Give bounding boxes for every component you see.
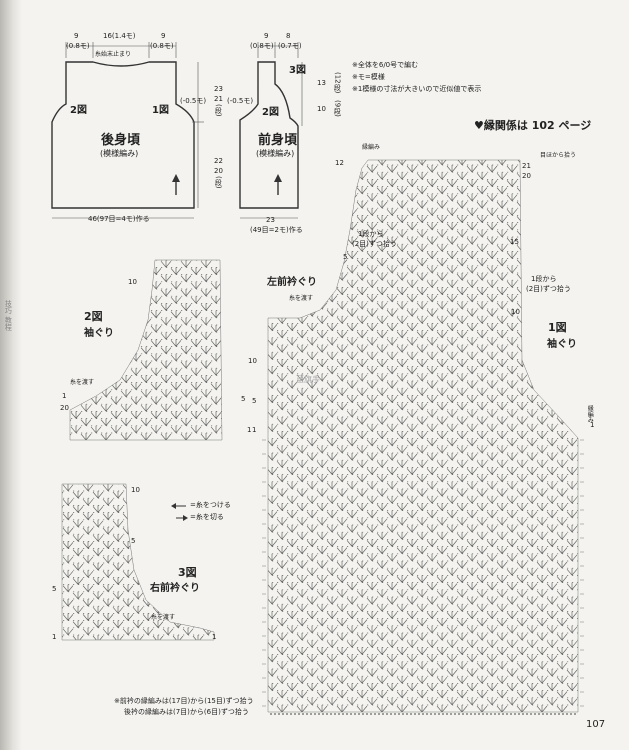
big-r20: 20 xyxy=(522,172,531,180)
back-side-dec: (-0.5モ) xyxy=(180,97,207,105)
cut-yarn-arrow xyxy=(183,515,188,521)
back-subtitle: (模様編み) xyxy=(100,149,139,158)
front-title: 前身頃 xyxy=(258,133,298,148)
fig3-n5: 5 xyxy=(52,585,57,593)
front-r1: 13 xyxy=(317,79,326,87)
big-label: 1図 xyxy=(548,321,567,334)
back-h1b: 21 xyxy=(214,95,223,103)
fig3-label: 3図 xyxy=(178,566,197,579)
legend-attach: =糸をつける xyxy=(190,501,231,509)
fig2-r1b: 1 xyxy=(247,426,252,434)
back-top-right-sub: (0.8モ) xyxy=(150,42,174,50)
back-label-2: 2図 xyxy=(70,105,87,116)
back-bottom: 46(97目=4モ)作る xyxy=(88,215,150,223)
gutter-text: 技巧 教程 xyxy=(4,300,13,331)
front-bottom: 23 xyxy=(266,216,275,224)
big-note-a: 1段から xyxy=(358,230,384,238)
big-sub: 袖ぐり xyxy=(547,339,577,350)
fig2-label: 2図 xyxy=(84,310,103,323)
back-top-mid: 16(1.4モ) xyxy=(103,32,136,40)
fig3-note: 糸を渡す xyxy=(151,614,176,621)
big-left-r1: 1 xyxy=(252,426,257,434)
front-body-outline xyxy=(239,61,299,209)
big-r5: 5 xyxy=(343,253,348,261)
footnote-0: ※前衿の縁編みは(17目)から(15目)ずつ拾う xyxy=(114,697,254,705)
big-r15: 15 xyxy=(510,238,519,246)
front-r2b: (9段) xyxy=(333,100,342,117)
front-label-2: 2図 xyxy=(262,107,279,118)
back-body-outline xyxy=(51,61,195,209)
footnote-1: 後衿の縁編みは(7目)から(6目)ずつ拾う xyxy=(124,708,249,716)
fig2-r5: 5 xyxy=(241,395,246,403)
front-label-3: 3図 xyxy=(289,65,306,76)
front-top-left: 9 xyxy=(264,32,269,40)
big-left-r5: 5 xyxy=(252,397,257,405)
front-side-dec: (-0.5モ) xyxy=(227,97,254,105)
fig3-n1: 1 xyxy=(212,633,217,641)
fig3-r10: 10 xyxy=(131,486,140,494)
back-h1c: (段) xyxy=(214,104,223,117)
big-r21: 21 xyxy=(522,162,531,170)
fig3-r1: 1 xyxy=(52,633,57,641)
fig3-r5: 5 xyxy=(131,537,136,545)
front-r1b: (12段) xyxy=(333,72,342,94)
back-label-1: 1図 xyxy=(152,105,169,116)
back-h2: 22 xyxy=(214,157,223,165)
big-left-r10: 10 xyxy=(248,357,257,365)
edge-reference: ♥縁関係は 102 ページ xyxy=(474,119,592,132)
big-bottom-right-note: 縁編み xyxy=(586,405,594,423)
page-gutter xyxy=(0,0,22,750)
back-h2c: (段) xyxy=(214,176,223,189)
back-top-left: 9 xyxy=(74,32,79,40)
front-subtitle: (模様編み) xyxy=(256,149,295,158)
fig2-sub: 袖ぐり xyxy=(84,328,114,339)
big-right-r1: 1 xyxy=(590,421,595,429)
note-1: ※モ=模様 xyxy=(352,73,385,81)
big-r10: 10 xyxy=(511,308,520,316)
legend-cut: =糸を切る xyxy=(190,513,224,521)
back-top-left-sub: (0.8モ) xyxy=(66,42,90,50)
big-r12: 12 xyxy=(335,159,344,167)
front-top-left-sub: (0.8モ) xyxy=(250,42,274,50)
fig2-r10: 10 xyxy=(128,278,137,286)
front-top-right-sub: (0.7モ) xyxy=(278,42,302,50)
big-top-right-note: 目ほから拾う xyxy=(540,152,577,159)
front-top-right: 8 xyxy=(286,32,291,40)
big-chart-body xyxy=(267,159,579,713)
page-number: 107 xyxy=(586,719,606,730)
front-r2: 10 xyxy=(317,105,326,113)
fig2-note: 糸を渡す xyxy=(70,379,95,386)
big-top-note: 縁編み xyxy=(362,144,381,151)
back-h1: 23 xyxy=(214,85,223,93)
big-note-b2: (2目)ずつ拾う xyxy=(526,285,571,293)
back-top-right: 9 xyxy=(161,32,166,40)
back-h2b: 20 xyxy=(214,167,223,175)
watermark: 蓝旗手 xyxy=(296,375,320,384)
big-left-title: 左前衿ぐり xyxy=(267,277,317,288)
attach-yarn-arrow xyxy=(171,503,176,509)
note-0: ※全体を6/0号で編む xyxy=(352,61,419,69)
note-2: ※1模様の寸法が大きいので近似値で表示 xyxy=(352,85,482,93)
big-note-a2: (2目)ずつ拾う xyxy=(352,240,397,248)
row-ticks xyxy=(262,439,584,707)
big-note-b: 1段から xyxy=(531,275,557,283)
fig2-r1: 1 xyxy=(62,392,67,400)
back-title: 後身頃 xyxy=(101,133,141,148)
fig3-sub: 右前衿ぐり xyxy=(150,583,200,594)
front-bottom-sub: (49目=2モ)作る xyxy=(250,226,303,234)
big-corner-note: 糸を渡す xyxy=(289,295,314,302)
back-neck-note: 糸始末止まり xyxy=(95,51,132,58)
fig2-r20: 20 xyxy=(60,404,69,412)
